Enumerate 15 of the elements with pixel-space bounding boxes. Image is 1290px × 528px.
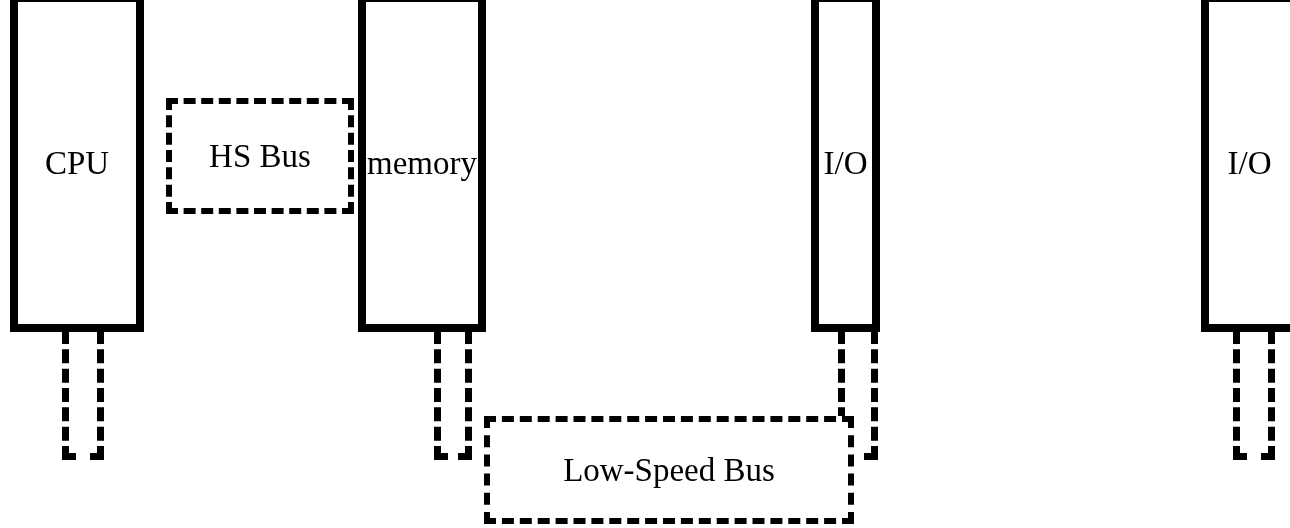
bus-box <box>484 416 854 524</box>
bus-slot <box>1233 330 1275 460</box>
processor-box <box>10 0 144 332</box>
io-box <box>1201 0 1290 332</box>
bus-slot <box>62 330 104 460</box>
box-label: memory <box>367 144 477 182</box>
box-label: HS Bus <box>209 137 311 175</box>
box-label: I/O <box>1227 144 1272 182</box>
box-label: I/O <box>823 144 868 182</box>
memory-box <box>358 0 486 332</box>
box-label: CPU <box>44 144 110 182</box>
bus-box <box>166 98 354 214</box>
box-label: Low-Speed Bus <box>563 451 775 489</box>
bus-slot <box>434 330 472 460</box>
io-box <box>811 0 880 332</box>
